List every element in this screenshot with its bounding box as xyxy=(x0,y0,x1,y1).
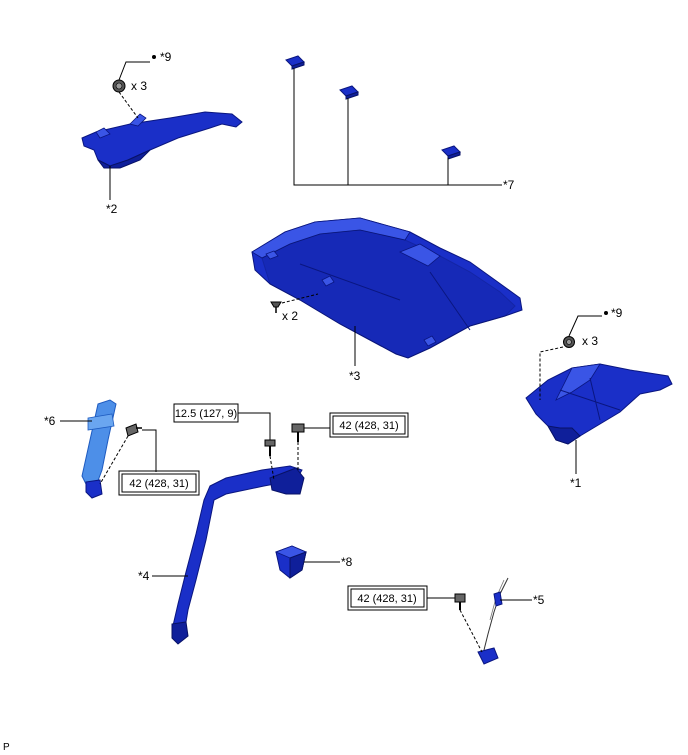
label-7: *7 xyxy=(503,178,515,192)
label-9a: *9 xyxy=(160,50,172,64)
clip-icon-right xyxy=(563,336,575,348)
torque-box-inner-4 xyxy=(350,588,425,608)
part-5-anchor xyxy=(477,577,509,665)
part-7-clips xyxy=(285,55,461,160)
part-3-package-tray xyxy=(251,217,523,359)
bolt-icon-pillar-small xyxy=(264,439,276,456)
part-1-quarter-trim-right xyxy=(525,363,673,445)
bullet-icon-9b xyxy=(604,311,608,315)
bullet-icon-9a xyxy=(152,55,156,59)
part-6-seat-belt xyxy=(81,399,117,499)
torque-value-4: 42 (428, 31) xyxy=(357,593,416,605)
qty-clip-shelf: x 2 xyxy=(282,309,298,323)
qty-clip-top: x 3 xyxy=(131,79,147,93)
torque-value-2: 42 (428, 31) xyxy=(129,478,188,490)
torque-box-outer-3 xyxy=(329,412,409,438)
label-9b: *9 xyxy=(611,306,623,320)
figure-code: P xyxy=(3,742,10,753)
label-8: *8 xyxy=(341,555,353,569)
clip-icon-shelf xyxy=(270,301,282,313)
label-2: *2 xyxy=(106,202,118,216)
torque-box-1 xyxy=(173,403,239,423)
torque-value-1: 12.5 (127, 9) xyxy=(175,408,237,420)
part-4-pillar-garnish xyxy=(171,465,305,645)
torque-value-3: 42 (428, 31) xyxy=(339,420,398,432)
bolt-icon-belt xyxy=(125,423,142,437)
label-5: *5 xyxy=(533,593,545,607)
bolt-icon-anchor xyxy=(454,593,466,610)
part-8-cover xyxy=(274,545,308,579)
bolt-icon-pillar xyxy=(291,423,305,442)
clip-icon-top xyxy=(112,79,126,93)
torque-box-outer-4 xyxy=(347,585,428,611)
label-6: *6 xyxy=(44,414,56,428)
label-1: *1 xyxy=(570,476,582,490)
label-3: *3 xyxy=(349,369,361,383)
torque-box-outer-2 xyxy=(118,470,200,496)
label-4: *4 xyxy=(138,569,150,583)
part-2-quarter-trim-left xyxy=(81,111,243,169)
torque-box-inner-3 xyxy=(332,415,406,435)
qty-clip-right: x 3 xyxy=(582,334,598,348)
torque-box-inner-2 xyxy=(121,473,197,493)
